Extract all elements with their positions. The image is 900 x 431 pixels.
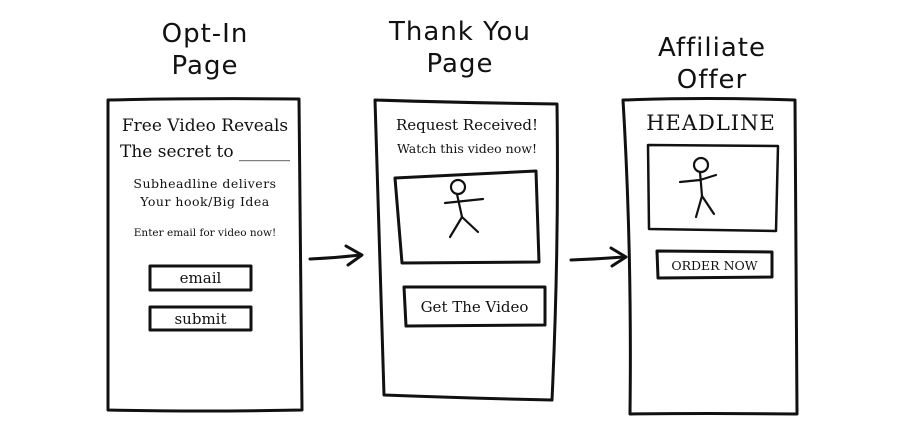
title-line: Affiliate <box>658 33 766 63</box>
opt-in-subheadline-line2: Your hook/Big Idea <box>140 194 270 209</box>
arrow-right-icon <box>569 246 628 268</box>
submit-button-outline <box>148 305 253 332</box>
title-line: Opt-In <box>161 19 249 49</box>
affiliate-offer-frame <box>621 97 799 416</box>
submit-button[interactable]: submit <box>174 309 227 328</box>
stick-figure-icon <box>443 178 485 239</box>
opt-in-subheadline: Subheadline delivers <box>133 176 277 191</box>
title-line: Offer <box>676 65 748 95</box>
get-video-button-outline <box>402 285 547 328</box>
thank-you-line2: Watch this video now! <box>397 141 537 156</box>
offer-headline: HEADLINE <box>646 111 776 135</box>
opt-in-page-frame <box>106 97 304 413</box>
arrow-right-icon <box>308 244 364 267</box>
title-line: Page <box>426 49 494 79</box>
opt-in-page-title: Opt-In Page <box>120 18 290 82</box>
affiliate-offer-title: Affiliate Offer <box>622 32 802 96</box>
email-field-outline <box>148 264 253 292</box>
get-video-button[interactable]: Get The Video <box>420 297 529 316</box>
title-line: Page <box>171 51 239 81</box>
opt-in-headline: Free Video Reveals <box>121 116 289 136</box>
title-line: Thank You <box>389 17 531 47</box>
offer-video-box <box>646 143 780 233</box>
thank-you-page-title: Thank You Page <box>370 16 550 80</box>
order-now-button-outline <box>655 249 774 280</box>
stick-figure-icon <box>678 156 718 219</box>
opt-in-prompt: Enter email for video now! <box>133 227 277 239</box>
opt-in-headline-line2: The secret to ______ <box>120 142 290 162</box>
email-field[interactable]: email <box>179 269 222 287</box>
thank-you-line1: Request Received! <box>395 116 539 134</box>
order-now-button[interactable]: ORDER NOW <box>671 257 758 273</box>
thank-you-video-box <box>393 169 541 265</box>
thank-you-page-frame <box>373 98 559 402</box>
